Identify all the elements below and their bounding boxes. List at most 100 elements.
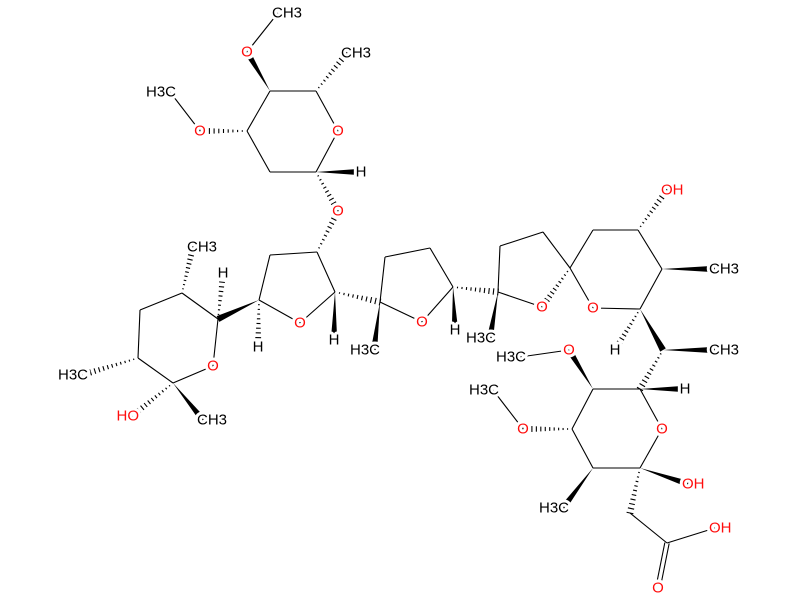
atom-label-me_ox: H3C [496,349,526,366]
atom-label-o_r: O [332,123,344,140]
bond-c-d [137,357,174,384]
bond-e-a [181,292,219,320]
bond-q-r [569,229,594,269]
bond-s-oh_s-hash [639,187,671,228]
atom-label-me_n: H3C [466,330,496,347]
bond-i-o1 [299,291,336,324]
atom-label-oh_s: OH [661,182,684,199]
bond-c3-c5 [246,90,271,132]
bond-o_r-c1 [315,130,339,173]
bond-y-z [571,428,594,469]
bond-ch2-ca [629,512,668,544]
bond-u-h_u-hash [611,311,639,353]
atom-label-o_acid: O [652,580,664,597]
atom-label-t_me: CH3 [272,5,302,22]
atom-label-t_o5: O [241,44,253,61]
atom-label-me3: H3C [146,84,176,101]
bond-c6-me6-hash [317,50,351,89]
bond-f-h_f-hash [254,304,262,348]
bond-c1-h1-wedge [316,168,361,176]
bond-a-b [139,292,183,311]
atom-label-me6: CH3 [341,45,371,62]
atom-label-h_m: H [450,322,461,339]
bond-f-e-wedge [216,300,259,322]
atom-label-me_a: CH3 [187,239,217,256]
bond-y-o_y-hash [522,425,569,433]
atom-label-me_t: CH3 [709,261,739,278]
bond-ca-oh_acid [666,527,716,544]
atom-label-o1: O [294,315,306,332]
bond-o1-f [258,299,301,324]
bond-h-i [316,251,336,293]
bond-ca-o_acid-double-b [659,543,670,589]
bond-t_o5-t_me [246,12,279,53]
bond-z-me_z-wedge [560,468,593,510]
bond-j-k [379,256,386,303]
atom-label-h_f: H [253,339,264,356]
bond-d-me_d-wedge [173,383,206,423]
bond-b-c [137,309,141,359]
bond-u-o4 [592,307,641,310]
atom-label-oh_aa: OH [682,476,705,493]
atom-label-me_oy: H3C [469,382,499,399]
bonds-layer [80,12,716,589]
bond-i-j-hash [338,292,382,306]
bond-x-y [571,388,594,430]
bond-n-me_n-wedge [486,292,498,339]
atom-label-h1: H [356,164,367,181]
bond-aa-ch2-hash [626,471,640,515]
bond-s-t [637,229,663,270]
bond-m-n-hash [456,286,499,296]
bond-h-o_gly-hash [318,208,342,249]
atom-label-o_y: O [517,421,529,438]
bond-o_l-e [212,318,219,367]
bond-u-v-wedge [640,309,666,352]
bond-o_x-me_ox [519,349,570,358]
bond-f-g [258,254,271,301]
bond-w-h_w-wedge [640,385,685,393]
bond-aa-oh_aa-wedge [640,468,690,488]
bond-v-me_v-wedge [663,346,715,354]
bond-o2-j [379,301,423,323]
atom-label-h_u: H [610,342,621,359]
atom-label-o3r: O [536,299,548,316]
bond-m-o2 [421,286,454,323]
bond-k-l [384,247,431,258]
bond-o4-q [569,267,594,309]
bond-aa-o5 [639,428,663,469]
atom-label-h_e: H [218,265,229,282]
bond-j-me_j-wedge [370,302,380,351]
bond-e-h_e-hash [217,272,227,316]
bond-c6-o_r [315,90,339,132]
atom-label-o_gly: O [332,203,344,220]
bond-o_y-me_oy [492,389,524,430]
atom-label-me_z: H3C [539,500,569,517]
bond-c5-t_o5-wedge [244,50,270,91]
atom-label-o_l: O [207,358,219,375]
bond-m-h_m-wedge [451,287,459,331]
bond-i-h_i-wedge [330,292,338,341]
bond-c-me_c-hash [80,358,135,379]
atom-label-me_d: CH3 [197,412,227,429]
atom-label-o3: O [194,123,206,140]
bond-o-p [499,231,544,247]
atom-label-o5: O [656,421,668,438]
bond-p-q [542,231,571,269]
atom-label-o_x: O [563,342,575,359]
bond-c3-o3-hash [199,127,243,135]
atom-label-me_j: H3C [350,342,380,359]
bond-c2-c3 [246,130,271,173]
atom-label-oh_acid: OH [709,520,732,537]
bond-ca-o_acid-double-a [655,542,666,588]
atom-label-ho_d: HO [117,408,140,425]
bond-c1-o_gly-hash [317,175,342,214]
bond-t-me_t-wedge [662,265,715,273]
bond-l-m [429,247,454,288]
bond-o3-me3 [169,91,201,132]
atom-label-me_v: CH3 [709,342,739,359]
atom-label-h_i: H [329,332,340,349]
atom-label-me_c: H3C [58,367,88,384]
